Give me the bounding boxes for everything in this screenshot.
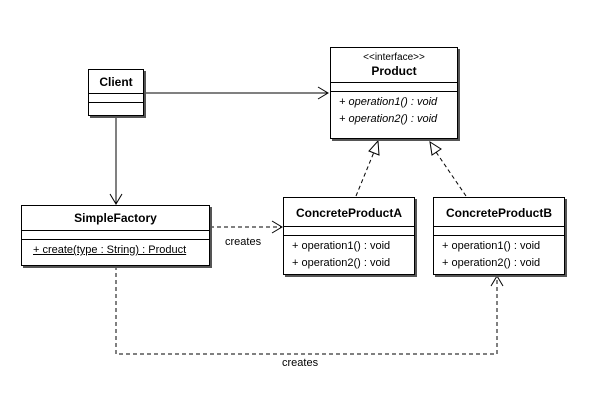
simple-factory-class-name: SimpleFactory xyxy=(74,211,157,225)
creates-b-label: creates xyxy=(282,357,319,369)
concrete-product-a-class[interactable]: ConcreteProductA + operation1() : void +… xyxy=(283,197,415,275)
concrete-product-b-operations-section: + operation1() : void + operation2() : v… xyxy=(434,235,564,272)
concrete-product-b-operation-1: + operation1() : void xyxy=(442,240,541,252)
concrete-product-a-attributes-section xyxy=(284,226,414,235)
concrete-product-b-class-name: ConcreteProductB xyxy=(445,206,552,220)
concrete-product-b-class[interactable]: ConcreteProductB + operation1() : void +… xyxy=(433,197,565,275)
creates-b-line xyxy=(115,266,498,355)
product-attributes-section xyxy=(331,82,457,91)
product-class-name: Product xyxy=(371,64,417,78)
concrete-product-a-operations-section: + operation1() : void + operation2() : v… xyxy=(284,235,414,272)
simple-factory-class[interactable]: SimpleFactory + create(type : String) : … xyxy=(21,205,210,266)
creates-a-label: creates xyxy=(225,236,262,248)
concrete-product-a-operation-1: + operation1() : void xyxy=(292,240,391,252)
client-attributes-section xyxy=(89,93,143,102)
realization-b-line xyxy=(435,151,467,197)
product-stereotype: <<interface>> xyxy=(363,52,425,63)
product-operations-section: + operation1() : void + operation2() : v… xyxy=(331,91,457,128)
realization-b-triangle xyxy=(429,140,442,156)
client-product-arrowhead xyxy=(317,86,329,100)
simple-factory-create-operation: + create(type : String) : Product xyxy=(33,244,187,256)
concrete-product-a-operation-2: + operation2() : void xyxy=(292,257,391,269)
simple-factory-attributes-section xyxy=(22,230,209,239)
realization-a-line xyxy=(355,151,375,197)
client-class-name: Client xyxy=(99,75,133,89)
creates-b-arrowhead xyxy=(490,275,504,287)
client-class[interactable]: Client xyxy=(88,69,144,116)
concrete-product-b-operation-2: + operation2() : void xyxy=(442,257,541,269)
concrete-product-b-attributes-section xyxy=(434,226,564,235)
client-factory-arrowhead xyxy=(109,193,123,205)
concrete-product-a-class-name: ConcreteProductA xyxy=(295,206,402,220)
simple-factory-operations-section: + create(type : String) : Product xyxy=(22,239,209,259)
product-operation-1: + operation1() : void xyxy=(339,96,438,108)
realization-a-triangle xyxy=(368,139,380,156)
client-operations-section xyxy=(89,102,143,103)
product-interface-class[interactable]: <<interface>> Product + operation1() : v… xyxy=(330,47,458,139)
creates-a-arrowhead xyxy=(271,220,283,234)
product-operation-2: + operation2() : void xyxy=(339,113,438,125)
